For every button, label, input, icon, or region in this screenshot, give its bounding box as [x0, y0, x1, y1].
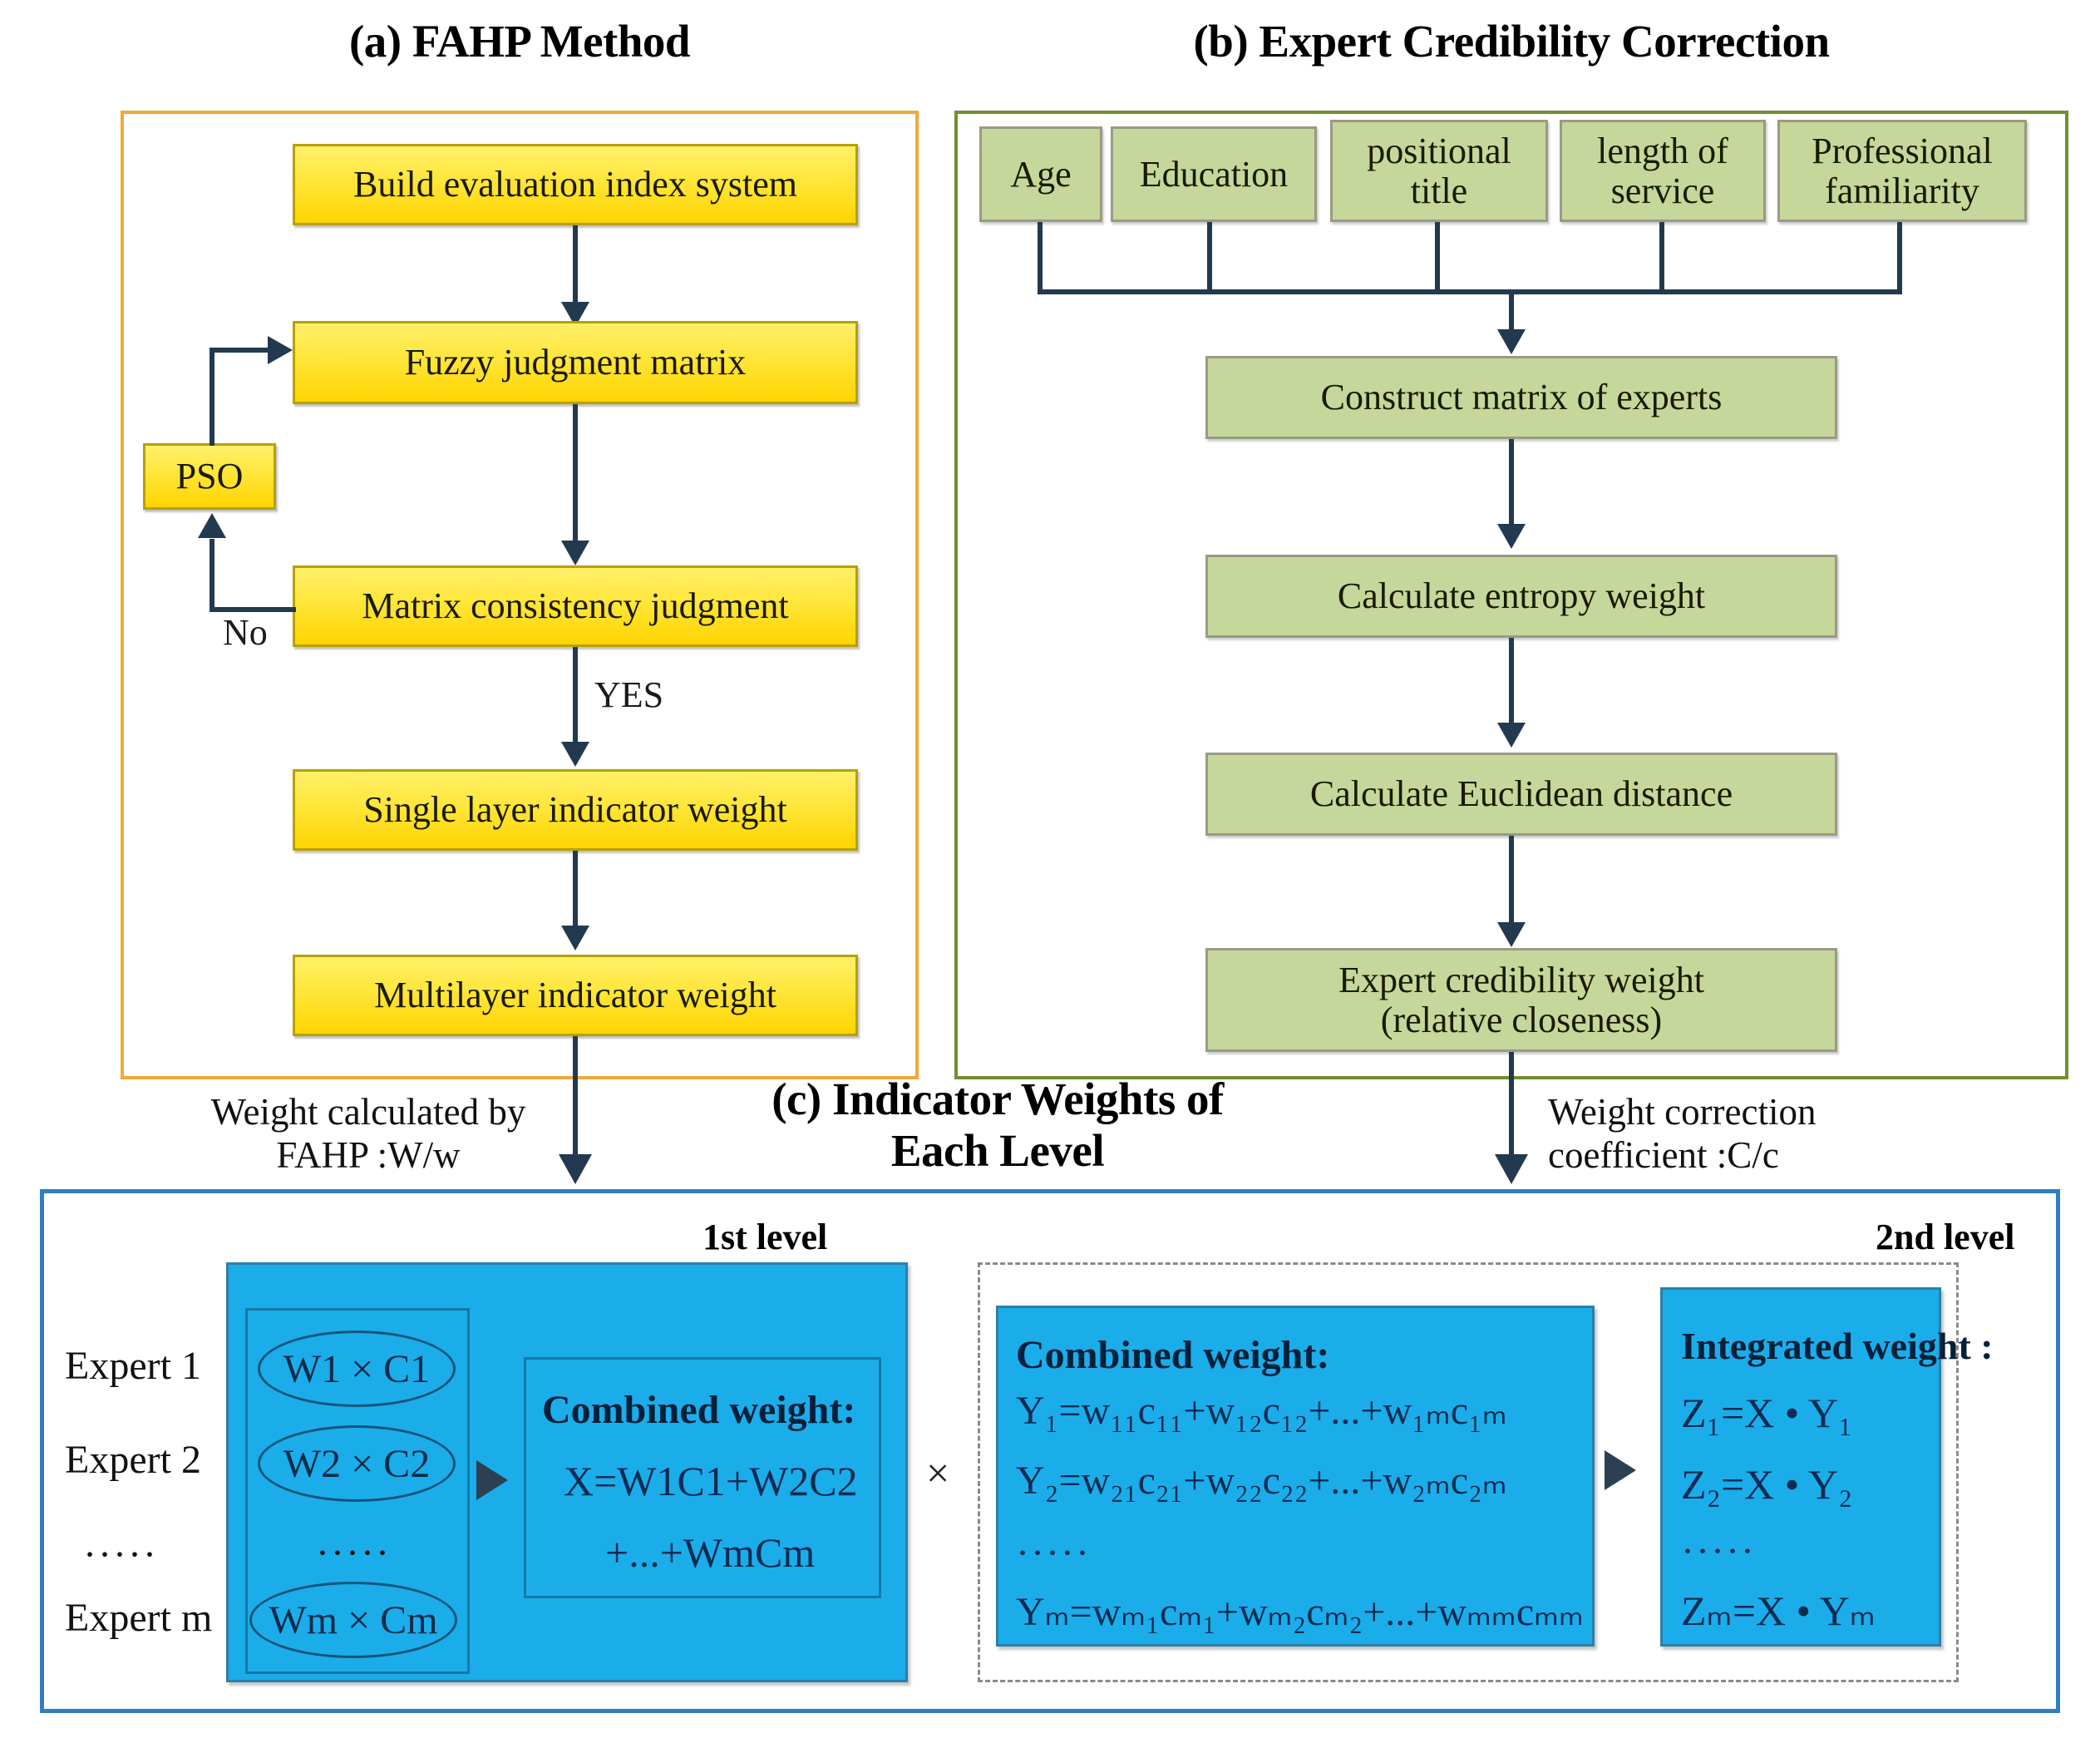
connector-fuzzy-to-consistency	[573, 404, 578, 547]
node-calculate-euclidean-distance[interactable]: Calculate Euclidean distance	[1205, 753, 1837, 836]
connector-pso-to-fuzzy-vertical	[210, 348, 214, 446]
pair-wm-cm: Wm × Cm	[249, 1582, 457, 1658]
arrow-bus-to-construct	[1497, 329, 1526, 354]
arrow-pairs-to-combined-level1	[476, 1460, 508, 1500]
label-expert-m: Expert m	[65, 1596, 213, 1640]
combined-weight-level1-line1: X=W1C1+W2C2	[564, 1458, 858, 1504]
combined-weight-level2-box	[996, 1306, 1595, 1647]
pair-w1-c1: W1 × C1	[258, 1331, 456, 1407]
node-attribute-education[interactable]: Education	[1111, 126, 1317, 222]
connector-attributes-bus	[1038, 289, 1902, 294]
panel-a-title: (a) FAHP Method	[348, 16, 691, 67]
connector-pso-to-fuzzy-horizontal	[210, 348, 274, 353]
node-build-evaluation-index-system[interactable]: Build evaluation index system	[293, 144, 858, 225]
connector-professional-familiarity-stem	[1897, 222, 1902, 294]
connector-build-to-fuzzy	[573, 225, 578, 309]
integrated-weight-ellipsis: ·····	[1681, 1529, 1756, 1573]
arrow-consistency-to-pso	[198, 513, 226, 538]
node-fuzzy-judgment-matrix[interactable]: Fuzzy judgment matrix	[293, 321, 858, 404]
label-2nd-level: 2nd level	[1876, 1217, 2015, 1257]
arrow-euclidean-to-credibility	[1497, 922, 1526, 947]
panel-c-title-line1: (c) Indicator Weights of	[771, 1074, 1224, 1124]
caption-weight-calculated-by-fahp: Weight calculated by FAHP :W/w	[210, 1091, 526, 1176]
connector-positional-title-stem	[1435, 222, 1440, 294]
combined-weight-level1-box	[524, 1357, 881, 1598]
node-construct-matrix-of-experts[interactable]: Construct matrix of experts	[1205, 356, 1837, 439]
node-expert-credibility-weight[interactable]: Expert credibility weight (relative clos…	[1205, 948, 1837, 1052]
connector-consistency-to-single	[573, 647, 578, 748]
combined-weight-level2-line3: Yₘ=wₘ₁cₘ₁+wₘ₂cₘ₂+...+wₘₘcₘₘ	[1016, 1590, 1584, 1634]
integrated-weight-box	[1660, 1287, 1941, 1647]
combined-weight-level2-line1: Y₁=w₁₁c₁₁+w₁₂c₁₂+...+w₁ₘc₁ₘ	[1016, 1389, 1507, 1433]
arrow-pso-to-fuzzy	[268, 336, 293, 364]
label-1st-level: 1st level	[702, 1217, 828, 1257]
combined-weight-level1-title: Combined weight:	[542, 1388, 856, 1432]
node-attribute-age[interactable]: Age	[979, 126, 1102, 222]
integrated-weight-line1: Z₁=X • Y₁	[1681, 1390, 1853, 1436]
pair-w2-c2: W2 × C2	[258, 1425, 456, 1502]
arrow-panel-a-to-panel-c	[559, 1154, 592, 1184]
node-matrix-consistency-judgment[interactable]: Matrix consistency judgment	[293, 565, 858, 647]
arrow-entropy-to-euclidean	[1497, 723, 1526, 748]
node-single-layer-indicator-weight[interactable]: Single layer indicator weight	[293, 769, 858, 851]
combined-weight-level2-ellipsis: ·····	[1016, 1531, 1091, 1575]
label-expert-2: Expert 2	[65, 1438, 201, 1482]
connector-age-stem	[1038, 222, 1043, 294]
integrated-weight-line3: Zₘ=X • Yₘ	[1681, 1587, 1876, 1634]
multiply-symbol: ×	[926, 1449, 950, 1496]
arrow-consistency-to-single	[561, 742, 589, 767]
caption-weight-correction-coefficient: Weight correction coefficient :C/c	[1548, 1091, 1817, 1176]
combined-weight-level2-title: Combined weight:	[1016, 1333, 1330, 1377]
integrated-weight-line2: Z₂=X • Y₂	[1681, 1461, 1853, 1508]
panel-b-title: (b) Expert Credibility Correction	[1193, 16, 1830, 67]
connector-single-to-multi	[573, 851, 578, 934]
node-attribute-length-of-service[interactable]: length of service	[1560, 120, 1766, 222]
combined-weight-level1-line2: +...+WmCm	[605, 1529, 816, 1576]
node-pso[interactable]: PSO	[143, 443, 276, 510]
connector-education-stem	[1207, 222, 1212, 294]
connector-construct-to-entropy	[1509, 439, 1514, 531]
node-attribute-positional-title[interactable]: positional title	[1330, 120, 1548, 222]
node-multilayer-indicator-weight[interactable]: Multilayer indicator weight	[293, 955, 858, 1036]
label-expert-1: Expert 1	[65, 1344, 201, 1388]
connector-consistency-to-pso-horizontal	[210, 607, 296, 612]
connector-consistency-to-pso-vertical	[210, 539, 214, 610]
arrow-combined-to-integrated	[1605, 1450, 1636, 1490]
connector-entropy-to-euclidean	[1509, 638, 1514, 729]
connector-panel-b-to-panel-c	[1509, 1052, 1514, 1177]
pairs-ellipsis: ·····	[316, 1531, 391, 1575]
panel-c-title-line2: Each Level	[890, 1125, 1105, 1176]
node-attribute-professional-familiarity[interactable]: Professional familiarity	[1777, 120, 2027, 222]
arrow-single-to-multi	[561, 926, 589, 950]
second-level-dashed-region	[978, 1262, 1959, 1682]
integrated-weight-title: Integrated weight :	[1681, 1325, 1994, 1367]
connector-bus-to-construct	[1509, 289, 1514, 335]
connector-euclidean-to-credibility	[1509, 836, 1514, 929]
edge-label-yes: YES	[594, 674, 664, 715]
node-calculate-entropy-weight[interactable]: Calculate entropy weight	[1205, 555, 1837, 638]
expert-pairs-container	[245, 1308, 470, 1674]
combined-weight-level2-line2: Y₂=w₂₁c₂₁+w₂₂c₂₂+...+w₂ₘc₂ₘ	[1016, 1459, 1507, 1503]
edge-label-no: No	[223, 612, 268, 653]
arrow-panel-b-to-panel-c	[1495, 1154, 1528, 1184]
arrow-construct-to-entropy	[1497, 524, 1526, 549]
arrow-fuzzy-to-consistency	[561, 541, 589, 565]
connector-panel-a-to-panel-c	[573, 1036, 578, 1178]
connector-length-of-service-stem	[1659, 222, 1664, 294]
experts-ellipsis: ·····	[83, 1533, 158, 1577]
